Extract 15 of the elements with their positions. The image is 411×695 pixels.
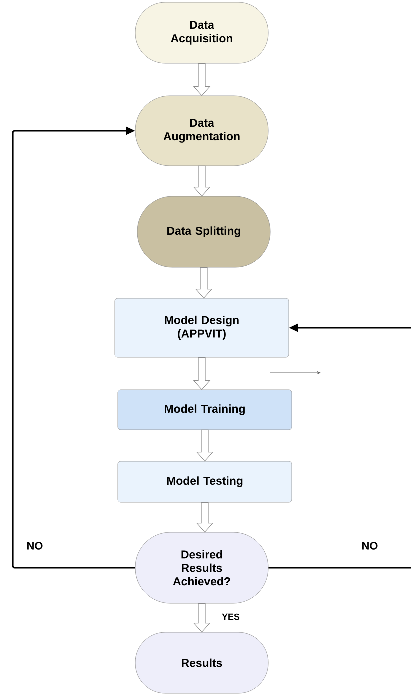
connector-line (12, 126, 136, 569)
block-arrow (193, 63, 211, 96)
edge-label: NO (362, 542, 378, 550)
process-box: Model Training (118, 390, 292, 430)
process-box: Model Design (APPVIT) (114, 298, 290, 358)
connector-line (268, 567, 411, 569)
block-arrow (193, 166, 211, 197)
block-arrow (196, 502, 214, 533)
edge-label: NO (28, 542, 43, 550)
block-arrow (193, 357, 211, 390)
edge-label: YES (222, 614, 240, 620)
block-arrow (196, 430, 214, 462)
process-box: Model Testing (118, 461, 292, 503)
block-arrow (193, 603, 211, 633)
block-arrow (195, 267, 213, 299)
